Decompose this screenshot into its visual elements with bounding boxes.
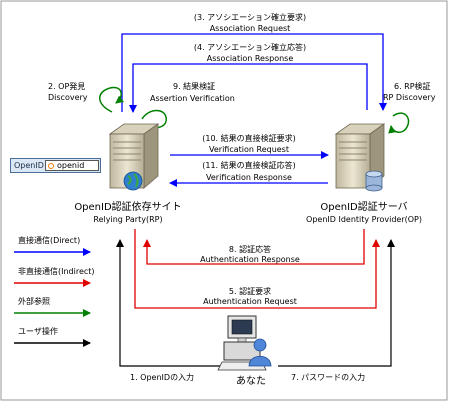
rp-sub: Relying Party(RP) (93, 215, 162, 224)
step2-jp: 2. OP発見 (48, 82, 85, 91)
legend-user-label: ユーザ操作 (18, 326, 58, 336)
step4-en: Association Response (207, 54, 294, 63)
step4-jp: (4. アソシエーション確立応答) (194, 42, 306, 52)
step10-en: Verification Request (209, 145, 289, 154)
user-person-icon (248, 338, 272, 367)
globe-icon (123, 171, 143, 191)
arrow-openid-input (116, 239, 224, 367)
step11-en: Verification Response (206, 173, 292, 182)
step9-jp: 9. 結果検証 (173, 81, 215, 91)
step8-en: Authentication Response (200, 255, 300, 264)
user-label: あなた (236, 375, 266, 387)
step5-jp: 5. 認証要求 (229, 286, 271, 296)
step6-jp: 6. RP検証 (394, 81, 431, 91)
step9-en: Assertion Verification (150, 94, 235, 103)
openid-logo-icon (48, 163, 54, 169)
op-name: OpenID認証サーバ (320, 200, 407, 213)
rp-name: OpenID認証依存サイト (74, 200, 181, 213)
op-server-icon (334, 123, 386, 192)
op-sub: OpenID Identity Provider(OP) (306, 215, 422, 224)
step8-jp: 8. 認証応答 (229, 244, 271, 254)
loop-discovery (99, 86, 124, 113)
openid-input: openid (45, 160, 99, 171)
arrow-authentication-request (134, 229, 380, 309)
loop-rp-discovery (388, 112, 410, 134)
arrow-password-input (278, 239, 395, 367)
step1-jp: 1. OpenIDの入力 (130, 372, 194, 382)
rp-server-icon (108, 123, 160, 191)
legend-direct-label: 直接通信(Direct) (18, 235, 80, 245)
step3-jp: (3. アソシエーション確立要求) (194, 12, 306, 22)
user-computer-icon (217, 315, 267, 371)
step10-jp: (10. 結果の直接検証要求) (202, 133, 296, 143)
step6-en: RP Discovery (383, 93, 436, 102)
arrow-authentication-response (143, 229, 365, 265)
arrow-association-request (121, 33, 387, 112)
arrow-association-response (129, 63, 368, 113)
step3-en: Association Request (210, 24, 291, 33)
legend-indirect-label: 非直接通信(Indirect) (18, 266, 95, 276)
step2-en: Discovery (48, 93, 88, 102)
legend-external-label: 外部参照 (18, 296, 50, 306)
openid-field-label: OpenID (14, 161, 44, 170)
openid-login-field: OpenID openid (10, 158, 101, 173)
step7-jp: 7. パスワードの入力 (291, 372, 365, 382)
openid-input-value: openid (57, 161, 85, 170)
legend: 直接通信(Direct) 非直接通信(Indirect) 外部参照 ユーザ操作 (14, 235, 95, 347)
step5-en: Authentication Request (203, 297, 297, 306)
step11-jp: (11. 結果の直接検証応答) (202, 160, 296, 170)
database-icon (365, 170, 383, 192)
